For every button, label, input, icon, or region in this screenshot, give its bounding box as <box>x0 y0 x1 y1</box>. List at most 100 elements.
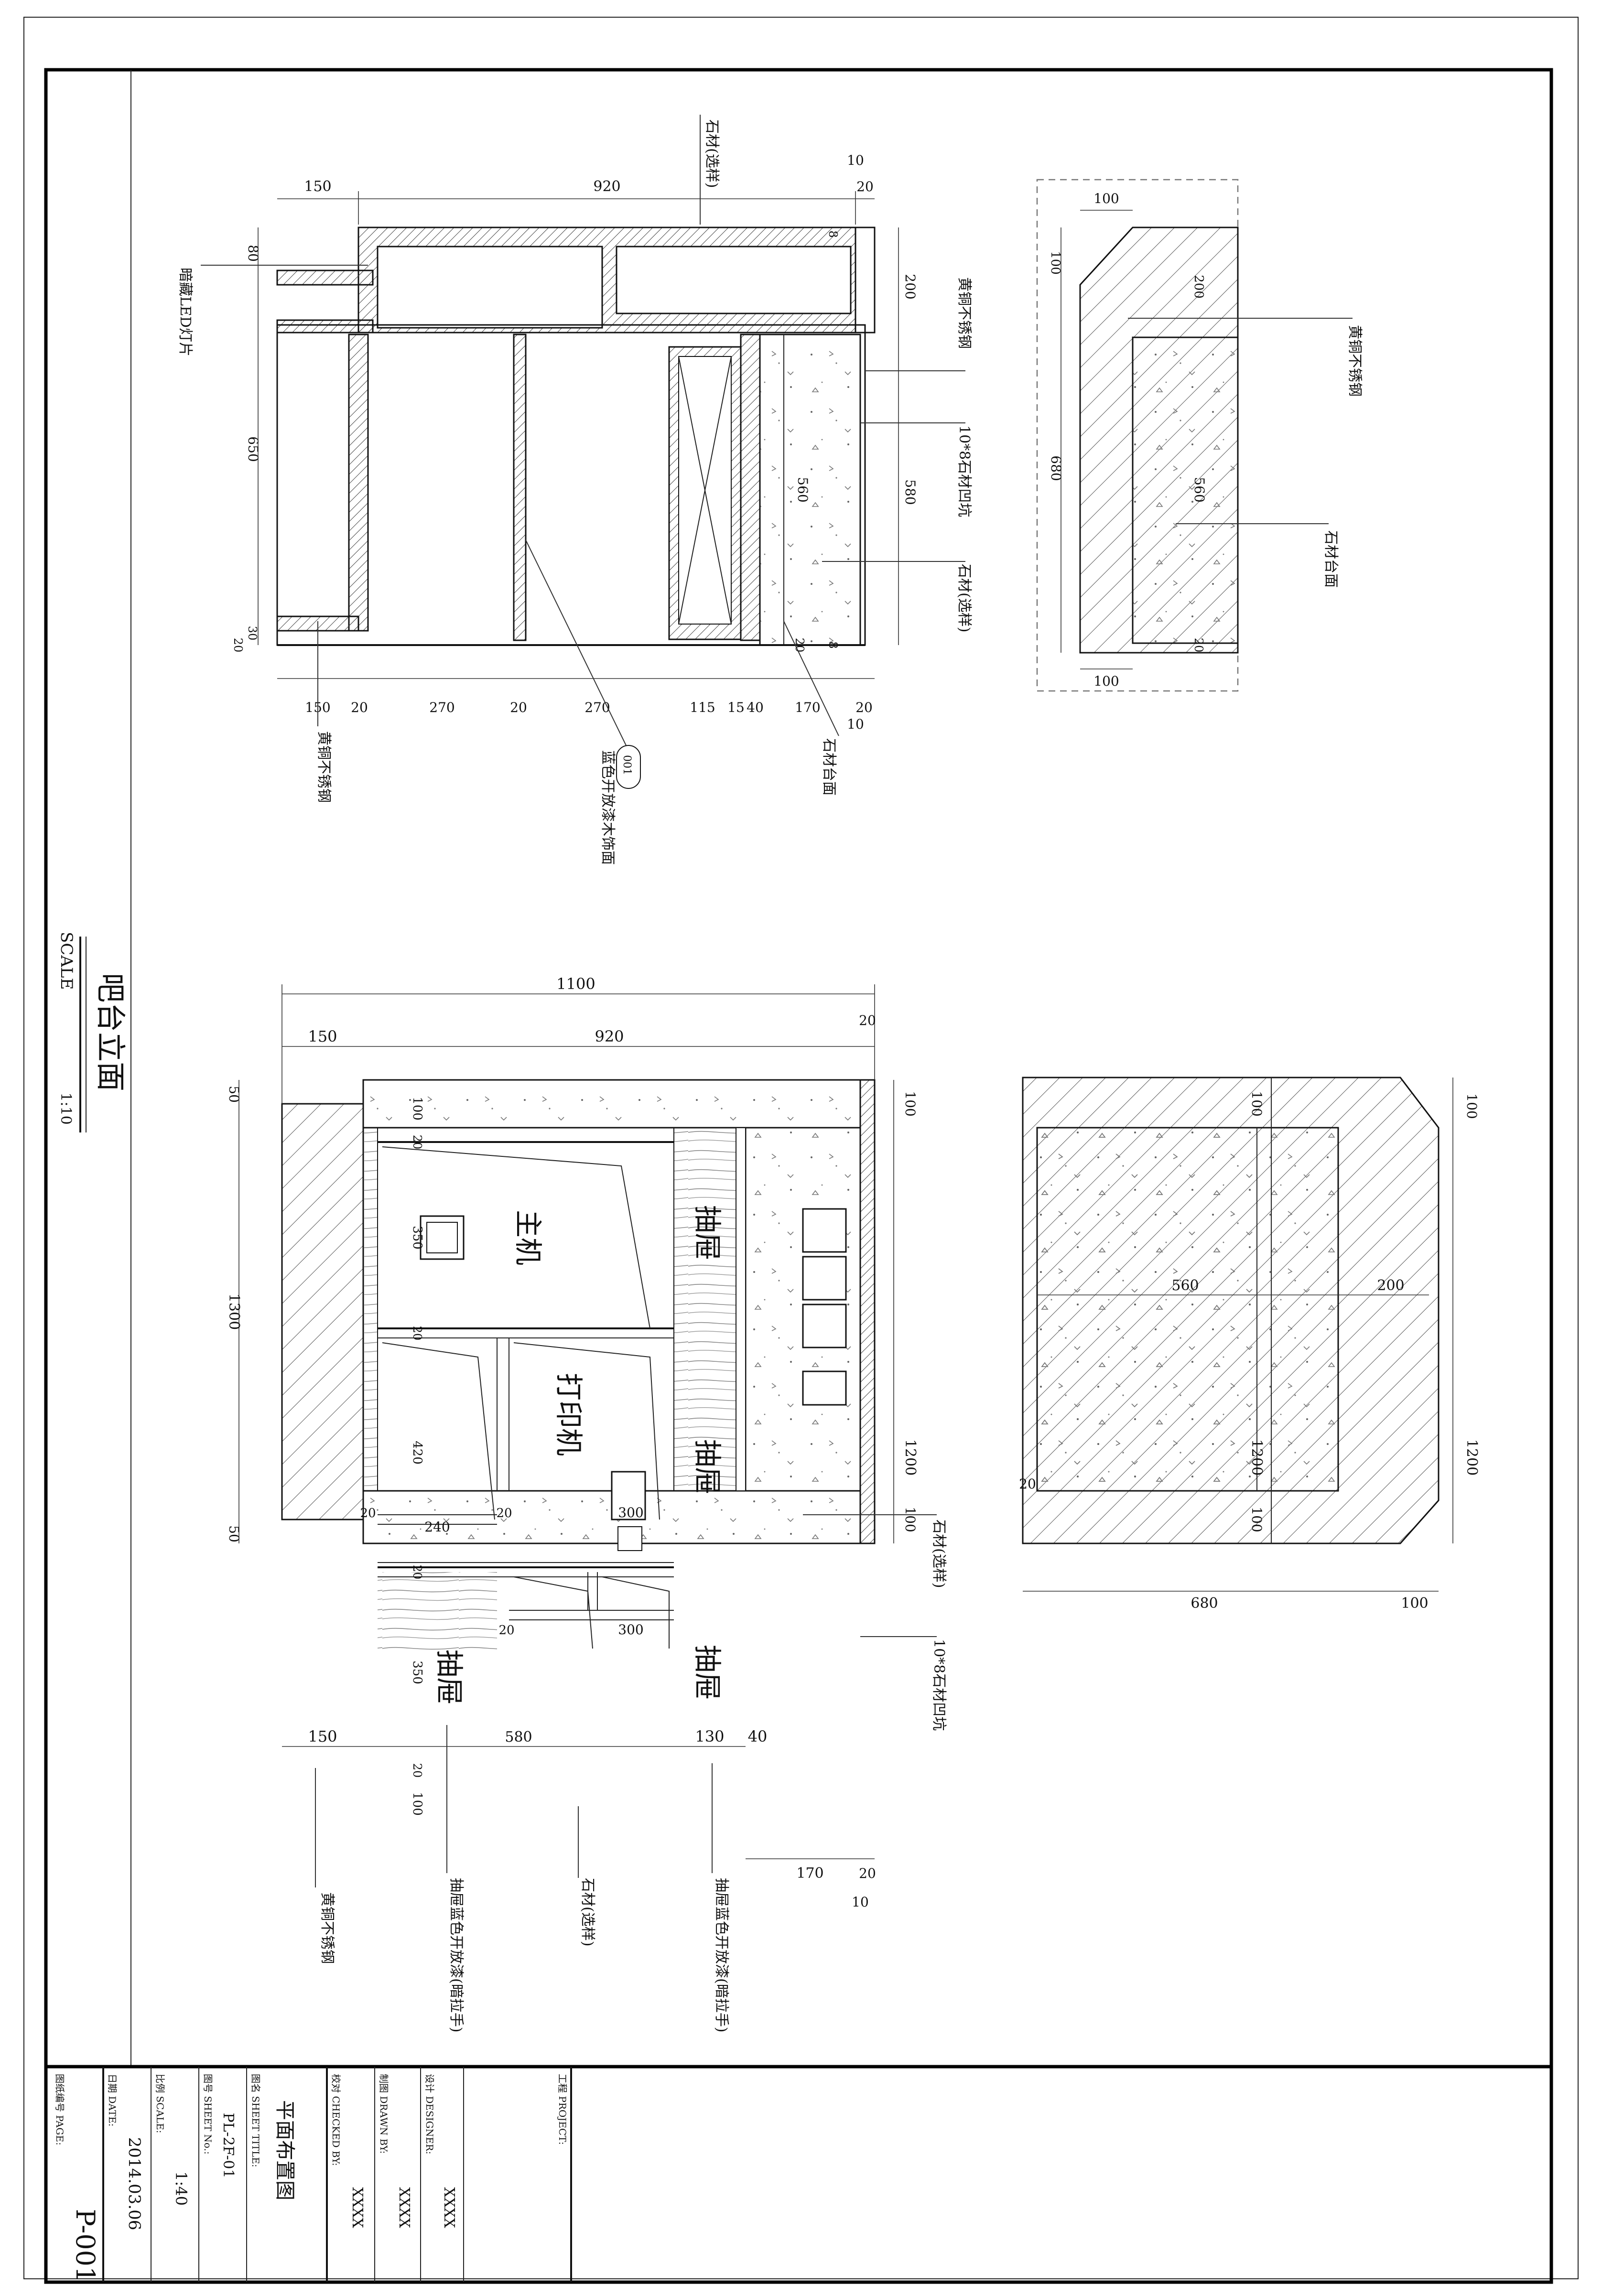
plan-label-steel-bottom: 黄铜不锈钢 <box>315 731 332 803</box>
side-dim-100-right: 100 <box>1464 1093 1480 1119</box>
elev-inner-dim-100-top: 100 <box>410 1097 424 1121</box>
side-dim-100-bottom-right: 100 <box>1401 1595 1428 1612</box>
drawing-no-label: 图号 SHEET No.: <box>202 2074 214 2155</box>
elevation-view: 主机 打印机 抽屉 抽屉 抽屉 抽屉 1100 20 150 920 50 13… <box>226 975 947 2032</box>
elev-left-dim-1300: 1300 <box>226 1294 242 1330</box>
drawn-by: XXXX <box>396 2187 412 2228</box>
side-dim-100-top: 100 <box>1249 1091 1265 1116</box>
elev-top-dim-920: 920 <box>595 1027 624 1046</box>
elev-bottom-dim-20: 20 <box>859 1865 876 1881</box>
plan-top-dim-10: 10 <box>847 152 864 168</box>
plan-right-dim-8a: 8 <box>826 230 840 237</box>
elev-inner-dim-20-g: 20 <box>411 1763 424 1778</box>
elev-right-dim-1200: 1200 <box>902 1439 919 1476</box>
plan-top-dim-150: 150 <box>304 178 331 195</box>
side-dim-680: 680 <box>1191 1595 1218 1612</box>
scale-caption-value: 1:10 <box>57 1092 74 1124</box>
side-dim-20: 20 <box>1019 1476 1036 1492</box>
plan-bottom-dim-20b: 20 <box>510 700 527 715</box>
elev-inner-dim-300-b: 300 <box>618 1622 643 1638</box>
section-view: 100 100 200 680 560 20 100 黄铜不锈钢 石材台面 <box>1036 179 1363 692</box>
plan-label-counter: 石材台面 <box>821 738 837 796</box>
plan-left-dim-20: 20 <box>231 638 245 653</box>
side-dim-1200-inner: 1200 <box>1248 1439 1265 1476</box>
drawing-title-block: 吧台立面 SCALE 1:10 <box>57 932 128 1132</box>
plan-bottom-dim-20c: 20 <box>855 700 873 715</box>
plan-label-paint: 蓝色开放漆木饰面 <box>599 750 616 865</box>
elev-label-groove: 10*8石材凹坑 <box>931 1639 947 1731</box>
designer: XXXX <box>441 2187 457 2228</box>
plan-view: 150 920 10 20 80 650 30 20 200 580 8 8 5… <box>177 115 973 865</box>
elev-bottom-dim-10: 10 <box>852 1894 869 1910</box>
outer-border <box>23 17 1579 2279</box>
date: 2014.03.06 <box>125 2137 144 2231</box>
elev-label-drawer-bottom: 抽屉 <box>691 1645 724 1700</box>
plan-right-dim-580: 580 <box>902 479 918 505</box>
scale-value: 1:40 <box>172 2171 190 2206</box>
elev-label-drawer-paint-b: 抽屉蓝色开放漆(暗拉手) <box>713 1878 730 2032</box>
plan-right-dim-8b: 8 <box>826 641 840 648</box>
plan-bottom-dim-20a: 20 <box>351 700 368 715</box>
side-dim-200: 200 <box>1377 1277 1404 1294</box>
elev-inner-dim-130: 130 <box>695 1727 724 1746</box>
date-label: 日期 DATE: <box>107 2074 118 2126</box>
elev-inner-dim-580: 580 <box>505 1729 532 1746</box>
elev-right-dim-100a: 100 <box>902 1091 918 1116</box>
elev-inner-dim-420: 420 <box>410 1441 424 1465</box>
plan-tag-001: 001 <box>621 755 633 775</box>
plan-inner-dim-560: 560 <box>795 477 811 502</box>
plan-label-led: 暗藏LED灯片 <box>177 268 194 356</box>
elev-label-steel: 黄铜不锈钢 <box>319 1892 336 1964</box>
section-dim-200: 200 <box>1191 275 1206 299</box>
elev-inner-dim-20-d: 20 <box>496 1506 512 1520</box>
designer-label: 设计 DESIGNER: <box>424 2074 435 2154</box>
sheet-no-label: 图纸编号 PAGE: <box>54 2074 65 2145</box>
elev-inner-dim-20-b: 20 <box>411 1326 424 1341</box>
elev-label-drawer-paint-a: 抽屉蓝色开放漆(暗拉手) <box>448 1878 465 2032</box>
checked-by: XXXX <box>349 2187 366 2228</box>
plan-bottom-dim-170: 170 <box>795 700 820 715</box>
elev-label-host: 主机 <box>512 1210 544 1265</box>
elev-label-stone-select: 石材(选样) <box>931 1520 947 1588</box>
elev-top-dim-20: 20 <box>859 1013 876 1028</box>
drawing-no: PL-2F-01 <box>220 2113 237 2178</box>
plan-bottom-dim-270b: 270 <box>585 700 610 715</box>
side-dim-560: 560 <box>1171 1277 1199 1294</box>
drawing-title: 吧台立面 <box>93 973 128 1091</box>
elev-inner-dim-300-a: 300 <box>618 1505 643 1520</box>
elev-inner-dim-20-e: 20 <box>411 1565 424 1580</box>
plan-top-dim-920: 920 <box>593 178 620 195</box>
section-dim-100-bottom: 100 <box>1093 673 1119 689</box>
section-dim-20: 20 <box>1192 638 1205 653</box>
plan-label-steel-right: 黄铜不锈钢 <box>956 277 973 349</box>
elev-inner-dim-100-bottom: 100 <box>410 1792 424 1816</box>
drawn-label: 制图 DRAWN BY: <box>378 2074 390 2154</box>
plan-label-groove: 10*8石材凹坑 <box>956 425 973 517</box>
elev-inner-dim-40: 40 <box>748 1727 768 1746</box>
plan-label-top-material: 石材(选样) <box>704 119 720 188</box>
side-dim-1200-right: 1200 <box>1463 1439 1480 1476</box>
section-dim-680: 680 <box>1048 455 1064 481</box>
section-dim-100-top: 100 <box>1093 191 1119 206</box>
scale-label: 比例 SCALE: <box>154 2074 166 2133</box>
elev-inner-dim-240: 240 <box>424 1519 450 1535</box>
plan-label-stone-right: 石材(选样) <box>956 564 973 632</box>
elev-inner-dim-20-c: 20 <box>360 1506 376 1520</box>
scale-caption: SCALE <box>57 932 76 990</box>
elev-label-stone-bottom: 石材(选样) <box>579 1878 596 1946</box>
section-label-steel: 黄铜不锈钢 <box>1346 325 1363 397</box>
project-label: 工程 PROJECT: <box>557 2074 568 2145</box>
plan-bottom-dim-115: 115 <box>690 700 715 715</box>
plan-top-dim-20: 20 <box>856 179 874 194</box>
side-dim-100-bottom: 100 <box>1249 1507 1265 1532</box>
elev-left-dim-50a: 50 <box>226 1086 242 1103</box>
section-dim-100-left: 100 <box>1048 251 1062 275</box>
sheet-no: P-001 <box>70 2209 100 2283</box>
elev-inner-dim-20-f: 20 <box>498 1623 514 1638</box>
side-view: 100 560 200 1200 1200 100 20 100 680 100 <box>1019 1077 1480 1612</box>
elev-label-drawer-mid: 抽屉 <box>691 1439 724 1495</box>
elev-label-drawer-top: 抽屉 <box>691 1205 724 1261</box>
sheet-title-label: 图名 SHEET TITLE: <box>250 2074 261 2167</box>
checked-label: 校对 CHECKED BY: <box>330 2074 342 2166</box>
